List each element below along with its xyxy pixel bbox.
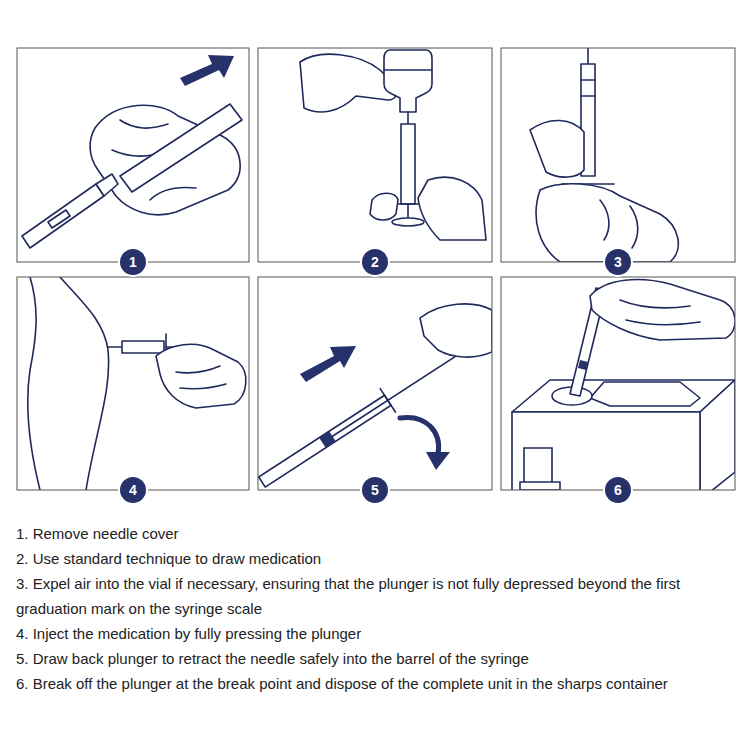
syringe-barrel <box>122 341 164 353</box>
syringe-barrel <box>259 395 391 487</box>
callout-number-text: 6 <box>614 482 622 498</box>
syringe-barrel <box>22 184 104 248</box>
hand <box>156 344 246 408</box>
finger-lines <box>620 300 700 325</box>
arm-outline <box>28 277 40 490</box>
panel-frame <box>258 48 492 262</box>
syringe-window <box>48 210 70 228</box>
instruction-text: 4. Inject the medication by fully pressi… <box>16 621 740 646</box>
hand <box>418 177 486 240</box>
instruction-text: 1. Remove needle cover <box>16 521 740 546</box>
callout-number: 3 <box>603 247 633 277</box>
instruction-list: 1. Remove needle cover2. Use standard te… <box>16 521 740 696</box>
callout-number-text: 4 <box>129 482 137 498</box>
vial <box>384 50 432 112</box>
graduation-mark <box>581 95 595 97</box>
plunger-plate <box>392 218 424 226</box>
direction-arrow <box>180 55 234 86</box>
callout-number-text: 2 <box>371 254 379 270</box>
step-illustration <box>530 48 678 262</box>
callout-number: 2 <box>360 247 390 277</box>
direction-arrow <box>300 346 356 382</box>
thumb <box>370 193 398 220</box>
panel-frame <box>258 277 492 490</box>
step-illustration <box>22 55 242 248</box>
hand <box>590 280 735 340</box>
graduation-mark <box>581 79 595 81</box>
finger <box>530 120 584 177</box>
panel-frame <box>17 277 249 490</box>
panel-frame <box>501 277 735 490</box>
plunger-seal <box>319 431 336 448</box>
rotation-arrow <box>400 417 439 454</box>
instruction-text: 5. Draw back plunger to retract the need… <box>16 646 740 671</box>
needle <box>407 112 409 124</box>
arm-outline <box>60 277 109 490</box>
hand <box>420 304 492 357</box>
needle-cover <box>120 104 242 192</box>
step-illustration <box>258 304 492 490</box>
needle-hub <box>96 174 118 196</box>
callout-number: 1 <box>118 247 148 277</box>
callout-number: 5 <box>360 475 390 505</box>
callout-number-text: 5 <box>371 482 379 498</box>
instruction-text: 3. Expel air into the vial if necessary,… <box>16 571 740 621</box>
callout-number: 6 <box>603 475 633 505</box>
step-illustration <box>512 280 735 490</box>
step-illustration <box>28 277 246 490</box>
needle <box>587 48 589 64</box>
plunger-seal <box>578 360 588 370</box>
syringe-barrel <box>401 124 415 204</box>
container-foot <box>520 482 560 490</box>
rotation-arrow-head <box>426 452 450 470</box>
panel-frame <box>501 48 735 262</box>
instruction-text: 6. Break off the plunger at the break po… <box>16 671 740 696</box>
callout-number: 4 <box>118 475 148 505</box>
panel-frame <box>17 48 249 262</box>
container-handle <box>590 382 700 406</box>
needle <box>108 346 122 348</box>
sharps-container <box>512 412 700 490</box>
plunger-rod <box>332 349 466 436</box>
callout-number-text: 1 <box>129 254 137 270</box>
container-side <box>700 380 735 490</box>
syringe <box>258 337 474 490</box>
vial-label-line <box>384 69 432 71</box>
container-top <box>512 380 735 412</box>
finger-lines <box>176 366 226 389</box>
finger-lines <box>600 200 638 248</box>
panel-frames <box>17 48 735 490</box>
step-illustration <box>300 50 486 240</box>
hand <box>300 54 397 112</box>
instruction-text: 2. Use standard technique to draw medica… <box>16 546 740 571</box>
callout-number-text: 3 <box>614 254 622 270</box>
